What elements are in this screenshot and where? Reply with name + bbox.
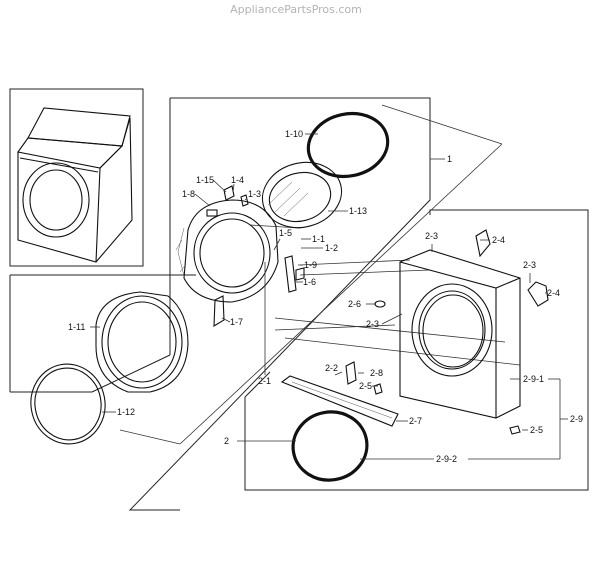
callout-1: 1 [447, 154, 452, 164]
callout-1-5: 1-5 [279, 228, 292, 238]
gasket-2-9-2 [291, 410, 369, 482]
callout-2-7: 2-7 [409, 416, 422, 426]
callout-1-10: 1-10 [285, 129, 303, 139]
door-assembly-frame [9, 97, 431, 511]
callout-1-11: 1-11 [68, 322, 85, 332]
callout-1-7: 1-7 [230, 317, 243, 327]
callout-2-2: 2-2 [325, 363, 338, 373]
door-inner-frame-1-8 [175, 199, 279, 303]
callout-2-3-right: 2-3 [523, 260, 536, 270]
dryer-overview-inset [9, 88, 144, 267]
front-panel-frame [244, 209, 589, 491]
callout-2: 2 [224, 436, 229, 446]
callout-1-15: 1-15 [196, 175, 214, 185]
door-small-parts [213, 185, 305, 327]
callout-2-6: 2-6 [348, 299, 361, 309]
door-gasket-1-10 [306, 111, 390, 179]
callout-1-12: 1-12 [117, 407, 135, 417]
leader-lines [90, 133, 568, 460]
callout-2-5-right: 2-5 [530, 425, 543, 435]
callout-1-9: 1-9 [304, 260, 317, 270]
callout-1-3: 1-3 [248, 189, 261, 199]
perspective-guides [119, 104, 521, 445]
callout-2-4-top: 2-4 [492, 235, 505, 245]
callout-1-13: 1-13 [349, 206, 367, 216]
callout-2-1: 2-1 [258, 376, 271, 386]
callout-2-3-left: 2-3 [366, 319, 379, 329]
callout-1-4: 1-4 [231, 175, 244, 185]
callout-2-9-2: 2-9-2 [436, 454, 457, 464]
callout-2-3-top: 2-3 [425, 231, 438, 241]
door-window-1-12 [30, 363, 106, 445]
callout-1-8: 1-8 [182, 189, 195, 199]
bracket-2-7 [280, 375, 399, 427]
front-panel-body-2-9 [399, 249, 521, 419]
callout-2-4-right: 2-4 [547, 288, 560, 298]
callout-1-6: 1-6 [303, 277, 316, 287]
door-glass-1-13 [261, 161, 343, 229]
callout-1-2: 1-2 [325, 243, 338, 253]
door-outer-1-11 [95, 291, 189, 393]
callout-2-9-1: 2-9-1 [523, 374, 544, 384]
watermark-text: AppliancePartsPros.com [230, 3, 362, 16]
callout-labels: 1 1-1 1-2 1-3 1-4 1-5 1-6 1-7 1-8 1-9 1-… [68, 129, 583, 464]
callout-2-8: 2-8 [370, 368, 383, 378]
callout-2-5-left: 2-5 [359, 381, 372, 391]
callout-1-1: 1-1 [312, 234, 325, 244]
callout-2-9: 2-9 [570, 414, 583, 424]
